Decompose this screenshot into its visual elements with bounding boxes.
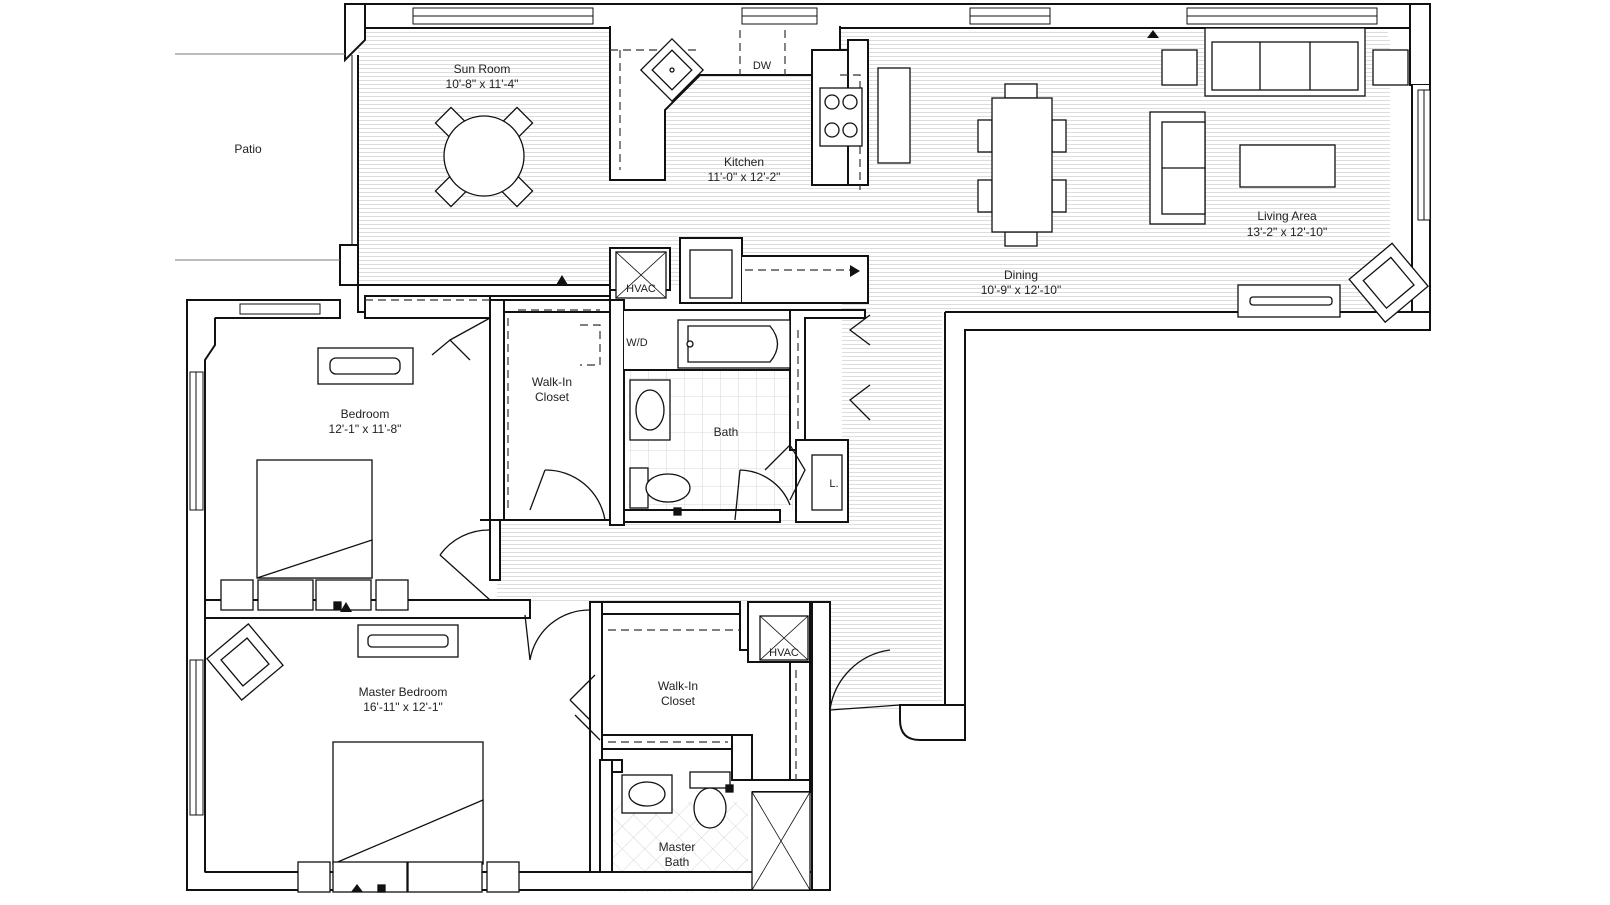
walk-in-closet-label-1: Walk-In (532, 375, 572, 389)
master-bedroom-label: Master Bedroom (359, 685, 448, 699)
sofa (1204, 27, 1366, 97)
linen-closet-label: L. (829, 478, 838, 490)
round-table (434, 106, 534, 208)
living-area-dims: 13'-2" x 12'-10" (1247, 225, 1327, 239)
kitchen-dims: 11'-0" x 12'-2" (708, 170, 781, 184)
master-bath-label-1: Master (659, 840, 696, 854)
bath-label: Bath (714, 425, 739, 439)
hvac-master-label: HVAC (769, 647, 799, 659)
hvac-label: HVAC (626, 283, 656, 295)
loveseat (1149, 111, 1206, 225)
dining-label: Dining (1004, 268, 1038, 282)
dining-table (977, 83, 1067, 247)
living-area-label: Living Area (1257, 209, 1317, 223)
dishwasher-label: DW (753, 60, 772, 72)
master-bath-label-2: Bath (665, 855, 690, 869)
armchair (1348, 242, 1430, 324)
overhead-lines (365, 30, 862, 780)
master-bed (297, 741, 520, 893)
master-bedroom-dims: 16'-11" x 12'-1" (363, 700, 443, 714)
furniture (206, 27, 1430, 893)
labels: Patio Sun Room 10'-8" x 11'-4" Kitchen 1… (234, 60, 1327, 869)
walls (175, 3, 1431, 891)
master-walk-in-closet-label-2: Closet (661, 694, 696, 708)
dining-dims: 10'-9" x 12'-10" (981, 283, 1061, 297)
kitchen-sink (639, 37, 705, 103)
door-swings (431, 314, 901, 741)
bedroom-label: Bedroom (341, 407, 390, 421)
washer-dryer-label: W/D (626, 337, 647, 349)
patio-label: Patio (234, 142, 262, 156)
kitchen-label: Kitchen (724, 155, 764, 169)
bath-fixtures (333, 30, 1159, 893)
bed (220, 459, 409, 611)
sun-room-dims: 10'-8" x 11'-4" (446, 77, 519, 91)
range (819, 87, 863, 147)
walk-in-closet-label-2: Closet (535, 390, 570, 404)
bedroom-dims: 12'-1" x 11'-8" (329, 422, 402, 436)
sun-room-label: Sun Room (454, 62, 511, 76)
master-walk-in-closet-label-1: Walk-In (658, 679, 698, 693)
